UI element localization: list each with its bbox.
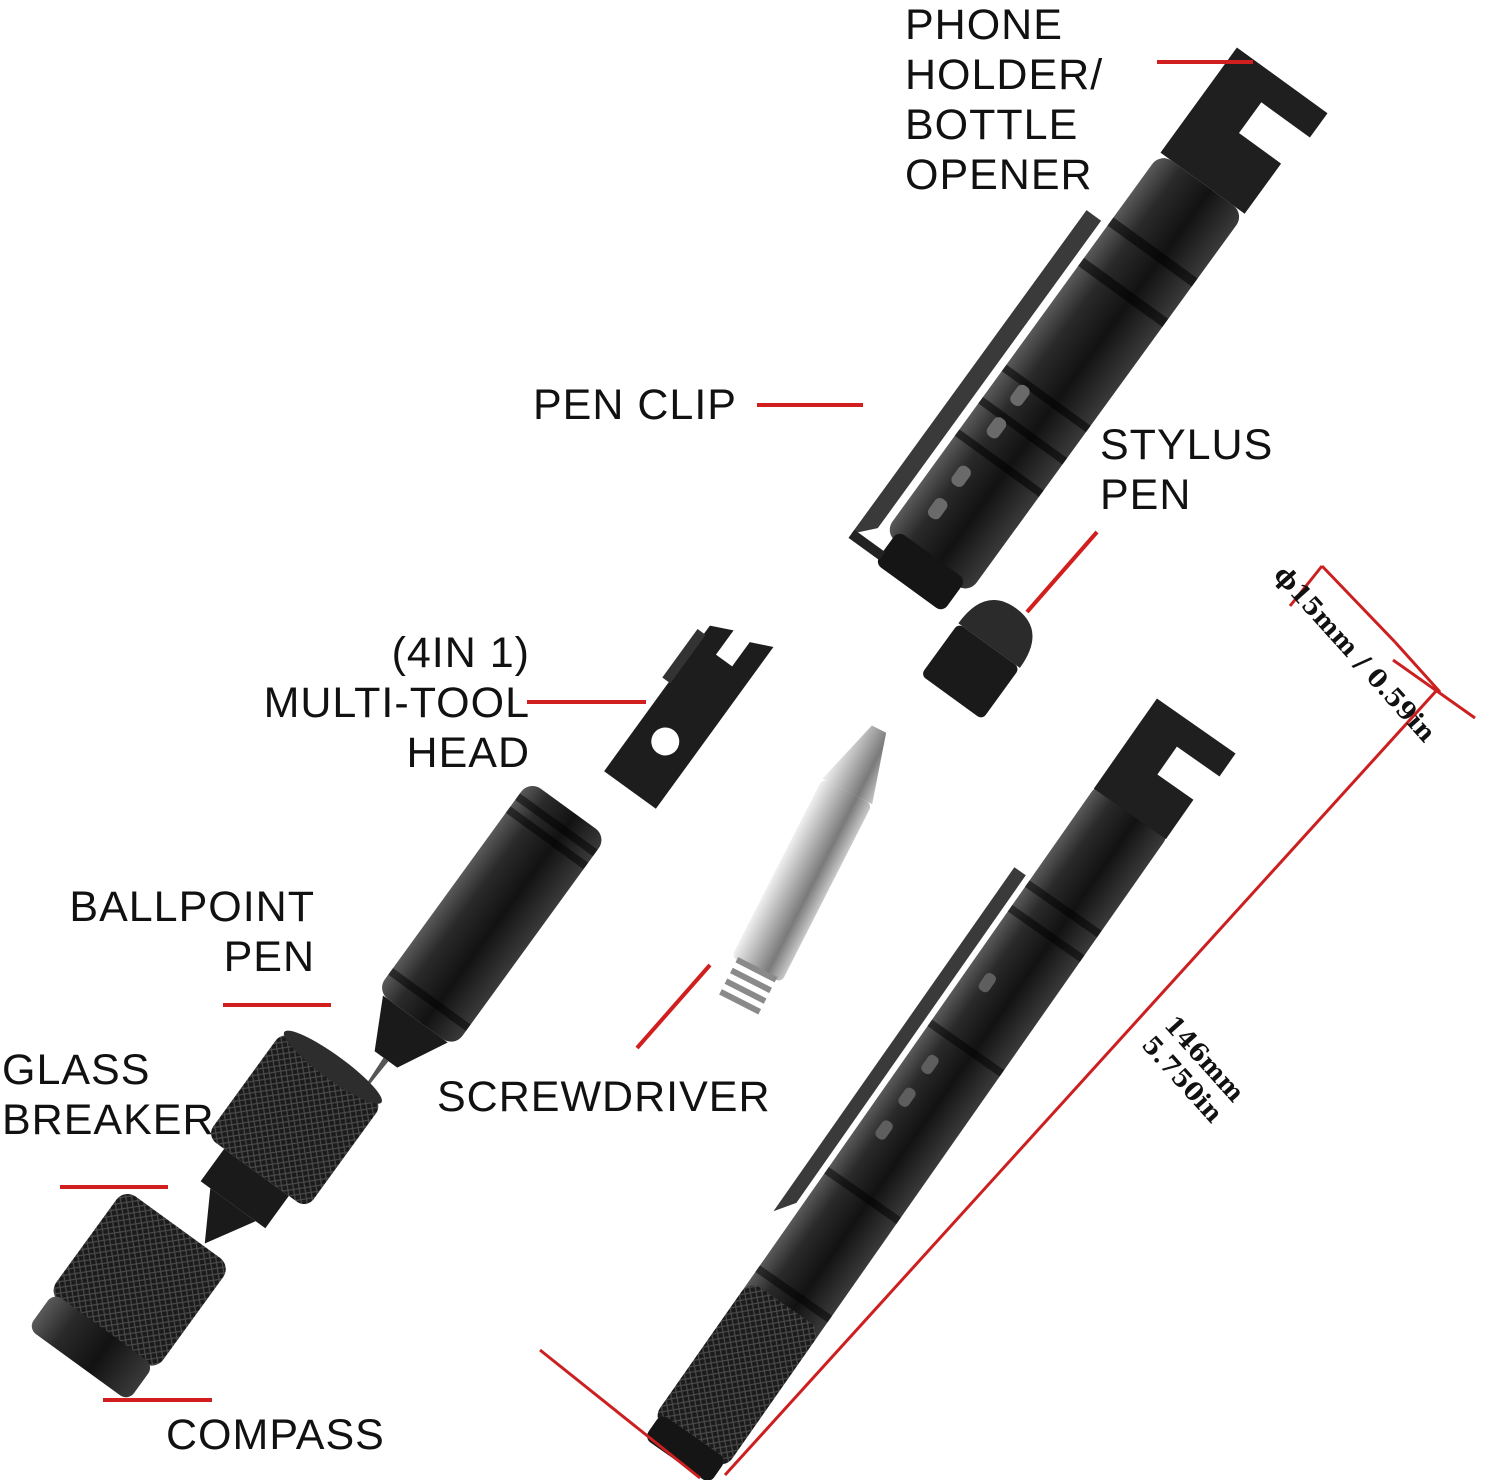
- label-phone-holder-line-1: PHONE: [905, 1, 1063, 49]
- diameter-dimension: [1288, 564, 1442, 694]
- compass-part: [31, 1193, 226, 1398]
- leader-line-screwdriver: [635, 963, 712, 1050]
- label-compass: COMPASS: [166, 1411, 385, 1459]
- screwdriver-bit-part: [719, 725, 887, 1015]
- multi-tool-part: [604, 625, 774, 809]
- assembled-pen: [647, 698, 1236, 1480]
- pen-cap-part: [848, 47, 1328, 610]
- label-screwdriver: SCREWDRIVER: [437, 1073, 771, 1121]
- length-dimension: [539, 658, 1476, 1480]
- label-glass-breaker-line-2: BREAKER: [2, 1096, 215, 1144]
- label-ballpoint-pen: BALLPOINT PEN: [50, 882, 315, 982]
- label-glass-breaker-line-1: GLASS: [2, 1046, 151, 1094]
- label-ballpoint-line-2: PEN: [223, 933, 315, 981]
- label-stylus-pen-line-2: PEN: [1100, 471, 1192, 519]
- label-pen-clip: PEN CLIP: [533, 381, 737, 429]
- glass-breaker-part: [200, 1030, 382, 1244]
- label-multi-tool-line-2: MULTI-TOOL: [263, 679, 530, 727]
- ballpoint-body-part: [361, 785, 602, 1093]
- stylus-tip-part: [923, 600, 1033, 718]
- label-stylus-pen-line-1: STYLUS: [1100, 421, 1274, 469]
- label-glass-breaker: GLASS BREAKER: [2, 1045, 215, 1145]
- leader-line-stylus: [1025, 530, 1099, 614]
- label-ballpoint-line-1: BALLPOINT: [69, 883, 315, 931]
- label-multi-tool-line-1: (4IN 1): [391, 629, 530, 677]
- label-multi-tool-line-3: HEAD: [406, 729, 530, 777]
- label-multi-tool-head: (4IN 1) MULTI-TOOL HEAD: [240, 628, 530, 778]
- label-stylus-pen: STYLUS PEN: [1100, 420, 1273, 520]
- label-phone-holder: PHONE HOLDER/ BOTTLE OPENER: [905, 0, 1103, 200]
- label-phone-holder-line-4: OPENER: [905, 151, 1093, 199]
- label-phone-holder-line-3: BOTTLE: [905, 101, 1079, 149]
- label-phone-holder-line-2: HOLDER/: [905, 51, 1104, 99]
